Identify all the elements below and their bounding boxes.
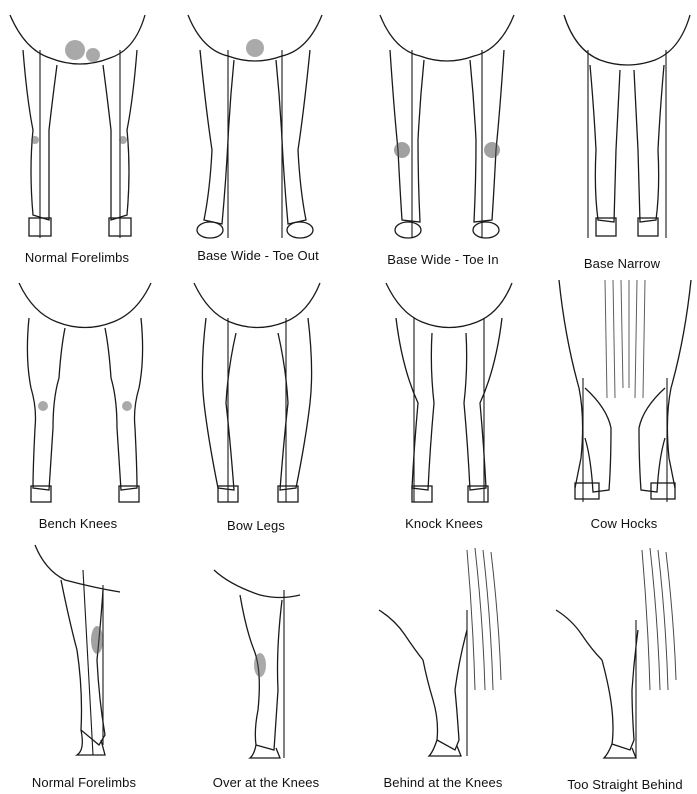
caption-too-straight-behind: Too Straight Behind [567, 777, 682, 792]
illustration-cow-hocks [555, 278, 697, 508]
caption-over-at-the-knees: Over at the Knees [213, 775, 319, 790]
illustration-over-at-the-knees [210, 540, 370, 765]
caption-base-wide-toe-in: Base Wide - Toe In [387, 252, 498, 267]
caption-base-narrow: Base Narrow [584, 256, 660, 271]
caption-bench-knees: Bench Knees [39, 516, 117, 531]
illustration-behind-at-the-knees [375, 540, 535, 765]
illustration-knock-knees [382, 278, 542, 508]
illustration-bow-legs [190, 278, 350, 508]
illustration-base-narrow [560, 10, 697, 245]
caption-normal-forelimbs-front: Normal Forelimbs [25, 250, 129, 265]
illustration-bench-knees [15, 278, 175, 508]
caption-bow-legs: Bow Legs [227, 518, 285, 533]
illustration-normal-forelimbs-side [25, 540, 185, 765]
caption-normal-forelimbs-side: Normal Forelimbs [32, 775, 136, 790]
illustration-too-straight-behind [552, 540, 697, 765]
caption-cow-hocks: Cow Hocks [591, 516, 658, 531]
caption-knock-knees: Knock Knees [405, 516, 483, 531]
illustration-normal-forelimbs-front [5, 10, 165, 245]
caption-base-wide-toe-out: Base Wide - Toe Out [197, 248, 319, 263]
illustration-base-wide-toe-out [180, 10, 340, 245]
illustration-base-wide-toe-in [372, 10, 532, 245]
caption-behind-at-the-knees: Behind at the Knees [384, 775, 503, 790]
